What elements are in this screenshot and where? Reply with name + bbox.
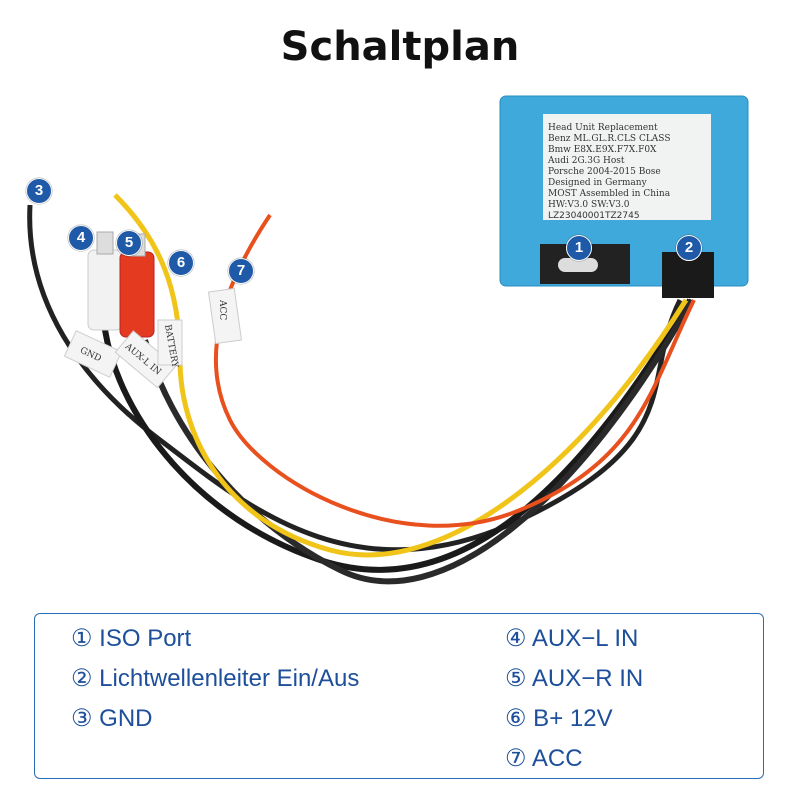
svg-text:Audi 2G.3G Host: Audi 2G.3G Host — [547, 156, 625, 166]
legend-item-acc: ⑦ ACC — [505, 745, 583, 772]
badge-4: 4 — [68, 225, 94, 251]
svg-text:LZ23040001TZ2745: LZ23040001TZ2745 — [548, 211, 640, 221]
badge-1: 1 — [566, 235, 592, 261]
svg-text:Head Unit Replacement: Head Unit Replacement — [548, 123, 658, 133]
legend-item-fiber: ② Lichtwellenleiter Ein/Aus — [71, 665, 360, 692]
device-label-text: Head Unit Replacement Benz ML.GL.R.CLS C… — [547, 123, 671, 221]
rca-plug-white — [87, 249, 123, 331]
device-label — [543, 114, 711, 220]
svg-text:ACC: ACC — [217, 299, 227, 320]
badge-7: 7 — [228, 258, 254, 284]
badge-6: 6 — [168, 250, 194, 276]
legend-item-gnd: ③ GND — [71, 705, 153, 732]
tag-battery: BATTERY — [157, 319, 183, 370]
wire-gnd — [27, 204, 683, 553]
legend-item-iso-port: ① ISO Port — [71, 625, 192, 652]
legend-item-battery: ⑥ B+ 12V — [505, 705, 613, 732]
svg-text:Designed in Germany: Designed in Germany — [548, 178, 648, 188]
tag-acc: ACC — [207, 287, 243, 345]
svg-text:Porsche 2004-2015 Bose: Porsche 2004-2015 Bose — [548, 167, 661, 177]
legend-box: ① ISO Port ② Lichtwellenleiter Ein/Aus ③… — [34, 613, 764, 779]
legend-item-aux-l: ④ AUX−L IN — [505, 625, 639, 652]
svg-text:Benz ML.GL.R.CLS CLASS: Benz ML.GL.R.CLS CLASS — [548, 134, 670, 144]
badge-3: 3 — [26, 178, 52, 204]
svg-text:MOST Assembled in China: MOST Assembled in China — [548, 189, 671, 199]
svg-text:HW:V3.0 SW:V3.0: HW:V3.0 SW:V3.0 — [548, 200, 630, 210]
legend-item-aux-r: ⑤ AUX−R IN — [505, 665, 644, 692]
badge-5: 5 — [116, 230, 142, 256]
badge-2: 2 — [676, 235, 702, 261]
wire-aux-r — [142, 298, 695, 585]
tag-gnd: GND — [63, 330, 123, 378]
svg-text:Bmw E8X.E9X.F7X.F0X: Bmw E8X.E9X.F7X.F0X — [548, 145, 657, 155]
rca-plug-red — [119, 251, 155, 338]
wire-battery — [113, 193, 689, 558]
page-title: Schaltplan — [280, 24, 520, 70]
